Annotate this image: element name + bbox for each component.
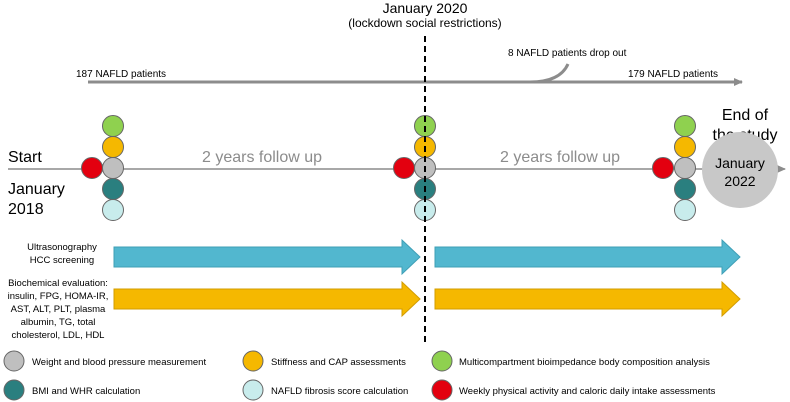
biochem-label-line1: Biochemical evaluation:: [8, 278, 108, 289]
biochem-label-line3: AST, ALT, PLT, plasma: [11, 304, 106, 315]
ultrasound-label-line2: HCC screening: [30, 255, 94, 266]
legend-label-bmi: BMI and WHR calculation: [32, 386, 140, 397]
timepoint-cluster-start: [81, 115, 124, 221]
legend-swatch-stiffness: [242, 350, 264, 372]
ultrasound-label-line1: Ultrasonography: [27, 242, 97, 253]
legend: Weight and blood pressure measurement St…: [3, 350, 716, 401]
start-year: 2018: [8, 201, 44, 218]
end-month: January: [715, 155, 765, 171]
weight-bp-marker: [674, 157, 696, 179]
start-month: January: [8, 181, 65, 198]
legend-swatch-weight: [3, 350, 25, 372]
biochem-label-line2: insulin, FPG, HOMA-IR,: [8, 291, 109, 302]
followup-label-1: 2 years follow up: [202, 149, 322, 166]
biochem-arrow-1: [113, 280, 421, 318]
legend-label-multicompartment: Multicompartment bioimpedance body compo…: [459, 357, 710, 368]
legend-swatch-weekly: [431, 379, 453, 401]
biochem-label-line5: cholesterol, LDL, HDL: [12, 330, 105, 341]
followup-label-2: 2 years follow up: [500, 149, 620, 166]
stiffness-marker: [674, 136, 696, 158]
timepoint-cluster-mid: [393, 115, 436, 221]
ultrasound-track: Ultrasonography HCC screening: [27, 238, 741, 276]
weight-bp-marker: [102, 157, 124, 179]
legend-label-weekly: Weekly physical activity and caloric dai…: [459, 386, 716, 397]
timepoint-cluster-end: [652, 115, 696, 221]
start-word: Start: [8, 149, 42, 166]
weekly-activity-marker: [652, 157, 674, 179]
multicompartment-marker: [102, 115, 124, 137]
fibrosis-score-marker: [674, 199, 696, 221]
legend-swatch-fibrosis: [242, 379, 264, 401]
stiffness-marker: [102, 136, 124, 158]
multicompartment-marker: [674, 115, 696, 137]
dropout-branch: [529, 63, 570, 84]
biochem-arrow-2: [434, 280, 741, 318]
end-year: 2022: [724, 173, 755, 189]
fibrosis-score-marker: [102, 199, 124, 221]
ultrasound-arrow-1: [113, 238, 421, 276]
end-date-circle: [702, 132, 778, 208]
bmi-whr-marker: [674, 178, 696, 200]
lockdown-subtitle: (lockdown social restrictions): [348, 16, 501, 30]
legend-swatch-multicompartment: [431, 350, 453, 372]
biochem-track: Biochemical evaluation: insulin, FPG, HO…: [8, 278, 741, 341]
ultrasound-arrow-2: [434, 238, 741, 276]
weekly-activity-marker: [81, 157, 103, 179]
legend-label-stiffness: Stiffness and CAP assessments: [271, 357, 406, 368]
legend-swatch-bmi: [3, 379, 25, 401]
biochem-label-line4: albumin, TG, total: [21, 317, 96, 328]
weekly-activity-marker: [393, 157, 415, 179]
cohort-end-label: 179 NAFLD patients: [628, 69, 718, 80]
bmi-whr-marker: [102, 178, 124, 200]
legend-label-weight: Weight and blood pressure measurement: [32, 357, 206, 368]
dropout-label: 8 NAFLD patients drop out: [508, 48, 627, 59]
end-label-line1: End of: [722, 107, 769, 124]
cohort-start-label: 187 NAFLD patients: [76, 69, 166, 80]
lockdown-title: January 2020: [383, 0, 468, 16]
legend-label-fibrosis: NAFLD fibrosis score calculation: [271, 386, 408, 397]
